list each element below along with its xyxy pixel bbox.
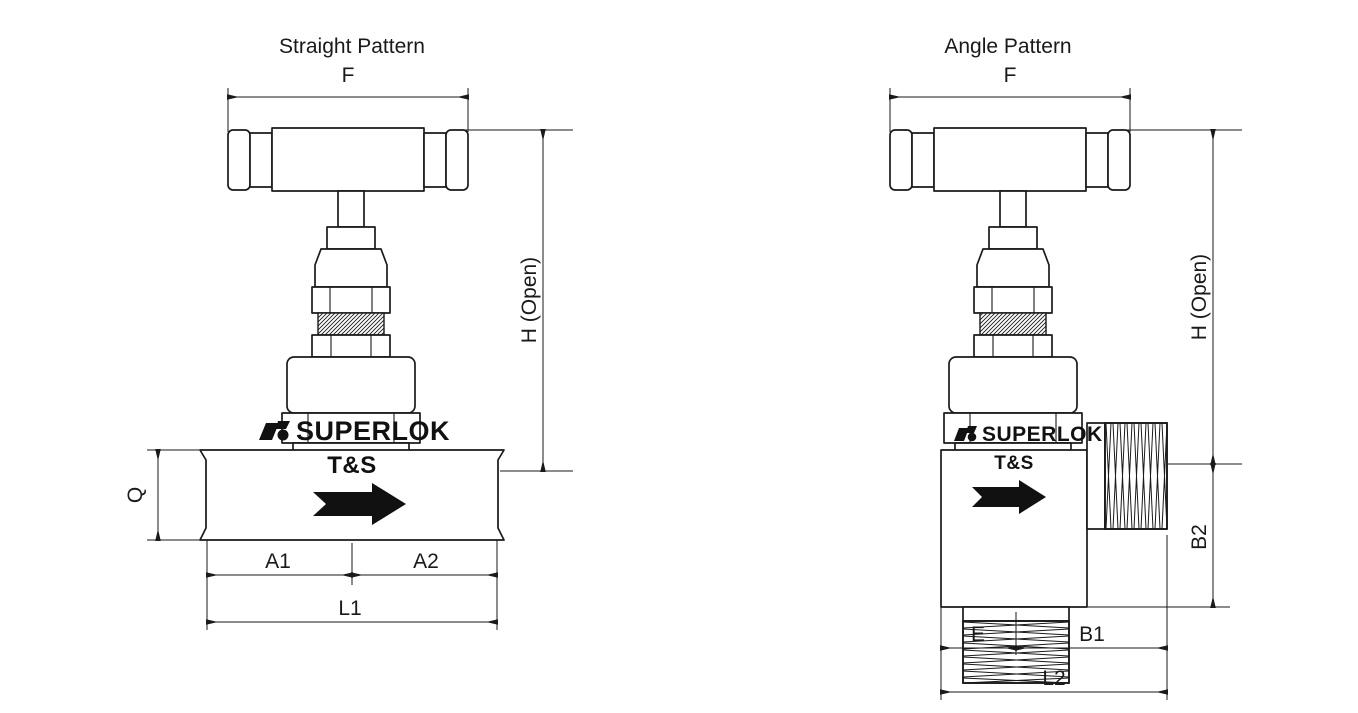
dimension-label-F-straight: F <box>342 64 355 87</box>
dimension-H-open-angle: H (Open) <box>1124 129 1242 465</box>
flow-arrow-icon-straight <box>313 483 406 525</box>
outlet-thread-right-angle <box>1086 422 1168 530</box>
superlok-series-text-straight: T&S <box>327 452 377 479</box>
dimension-F-angle: F <box>889 64 1131 132</box>
superlok-logo-mark-angle <box>954 426 977 442</box>
straight-pattern-title: Straight Pattern <box>279 35 425 58</box>
dimension-A1-A2-straight: A1 A2 <box>206 540 498 585</box>
dimension-label-L1: L1 <box>338 597 361 620</box>
handle-bar-straight <box>227 127 469 192</box>
dimension-Q-straight: Q <box>124 449 204 541</box>
bonnet-assembly-angle <box>943 190 1083 452</box>
handle-bar-angle <box>889 127 1131 192</box>
dimension-B2-angle: B2 <box>1071 463 1230 608</box>
dimension-label-F-angle: F <box>1004 64 1017 87</box>
dimension-label-E: E <box>971 623 985 646</box>
flow-arrow-icon-angle <box>972 480 1046 514</box>
dimension-label-A1: A1 <box>265 550 291 573</box>
valve-body-angle <box>940 449 1088 608</box>
superlok-logo-text-angle: SUPERLOK <box>982 423 1103 446</box>
straight-pattern-view: Straight Pattern F <box>124 35 573 630</box>
dimension-label-B2: B2 <box>1188 524 1211 550</box>
dimension-F-straight: F <box>227 64 469 132</box>
dimension-L1-straight: L1 <box>206 578 498 630</box>
brand-marking-angle: SUPERLOK T&S <box>954 423 1103 514</box>
dimension-label-A2: A2 <box>413 550 439 573</box>
dimension-label-Q-straight: Q <box>124 487 147 503</box>
dimension-label-H-open-straight: H (Open) <box>518 257 541 343</box>
dimension-E-B1-angle: E B1 <box>940 535 1168 655</box>
dimension-label-H-open-angle: H (Open) <box>1188 254 1211 340</box>
superlok-logo-text-straight: SUPERLOK <box>296 416 450 446</box>
superlok-series-text-angle: T&S <box>994 453 1034 474</box>
angle-pattern-view: Angle Pattern F <box>889 35 1242 700</box>
dimension-label-L2: L2 <box>1042 667 1065 690</box>
angle-pattern-title: Angle Pattern <box>944 35 1071 58</box>
brand-marking-straight: SUPERLOK T&S <box>259 416 450 525</box>
dimension-L2-angle: L2 <box>940 651 1168 700</box>
dimension-H-open-straight: H (Open) <box>462 129 573 472</box>
bonnet-assembly-straight <box>281 190 421 452</box>
dimension-label-B1: B1 <box>1079 623 1105 646</box>
superlok-logo-mark-straight <box>259 421 290 441</box>
